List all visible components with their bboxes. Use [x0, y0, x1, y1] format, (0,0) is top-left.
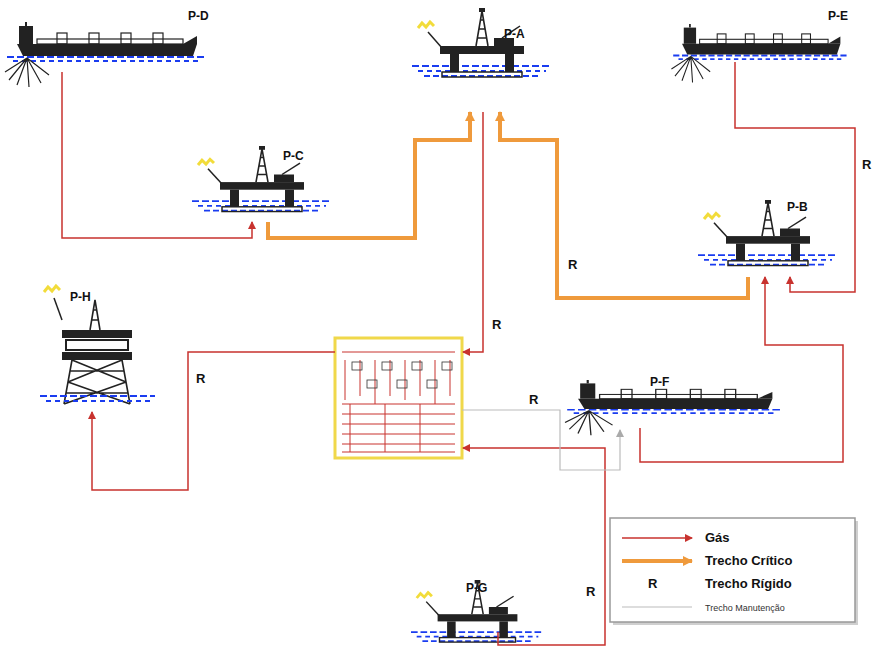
jacket-platform — [40, 395, 155, 397]
platform-name: P-B — [787, 200, 808, 214]
rigid-mark: R — [860, 158, 873, 172]
jacket-platform — [44, 286, 60, 292]
platform-name: P-E — [828, 9, 848, 23]
rigid-mark: R — [646, 577, 659, 591]
rigid-mark: R — [584, 585, 597, 599]
legend-text: Gás — [705, 530, 730, 546]
jacket-platform — [66, 340, 128, 350]
platform-illustration — [192, 146, 332, 212]
gas-line — [92, 352, 335, 490]
rigid-mark: R — [566, 258, 579, 272]
platform-illustration — [411, 580, 544, 642]
platform-node: P-D — [10, 4, 211, 72]
jacket-platform — [62, 352, 132, 360]
legend-frame — [622, 537, 692, 539]
jacket-platform — [62, 330, 132, 338]
rigid-mark: R — [527, 393, 540, 407]
legend-text: Trecho Rígido — [705, 576, 792, 592]
manifold — [352, 362, 362, 370]
manifold — [382, 362, 392, 370]
platform-node: P-A — [400, 6, 545, 112]
platform-illustration — [698, 200, 838, 266]
jacket-platform — [90, 300, 100, 330]
platform-node: P-C — [195, 142, 320, 222]
legend-text: Trecho Manutenção — [705, 600, 785, 616]
jacket-platform — [40, 286, 155, 404]
platform-name: P-H — [70, 290, 91, 304]
critical-line — [500, 112, 748, 298]
platform-illustration — [671, 24, 849, 83]
platform-node: P-E — [675, 4, 855, 62]
platform-name: P-F — [650, 375, 669, 389]
jacket-platform — [64, 360, 130, 404]
platform-name: P-G — [466, 581, 487, 595]
legend-frame — [610, 518, 855, 622]
platform-node: P-B — [700, 195, 830, 277]
platform-node: P-G — [420, 575, 540, 632]
legend-text: Trecho Crítico — [705, 553, 792, 569]
platform-illustration — [565, 380, 783, 435]
manifold — [397, 380, 407, 388]
manifold — [442, 362, 452, 370]
gas-line — [735, 62, 855, 292]
critical-line — [268, 112, 470, 238]
gas-line — [640, 277, 843, 462]
platform-node: P-H — [40, 283, 150, 410]
platform-illustration — [5, 22, 207, 87]
legend-frame — [622, 606, 692, 607]
jacket-platform — [46, 400, 150, 402]
maintenance-line — [462, 410, 620, 470]
rigid-mark: R — [490, 318, 503, 332]
gas-line — [463, 112, 483, 352]
manifold — [335, 338, 462, 458]
rigid-mark: R — [194, 372, 207, 386]
legend-frame — [622, 559, 692, 563]
manifold — [342, 352, 455, 452]
platform-name: P-C — [283, 149, 304, 163]
platform-name: P-A — [504, 27, 525, 41]
jacket-platform — [54, 298, 62, 320]
legend-frame — [610, 518, 858, 625]
gas-line — [62, 72, 252, 238]
manifold — [427, 380, 437, 388]
platform-node: P-F — [565, 372, 785, 428]
platform-name: P-D — [188, 9, 209, 23]
manifold — [367, 380, 377, 388]
platform-illustration — [412, 8, 552, 77]
manifold — [335, 338, 462, 458]
manifold — [412, 362, 422, 370]
gas-line — [463, 448, 605, 645]
